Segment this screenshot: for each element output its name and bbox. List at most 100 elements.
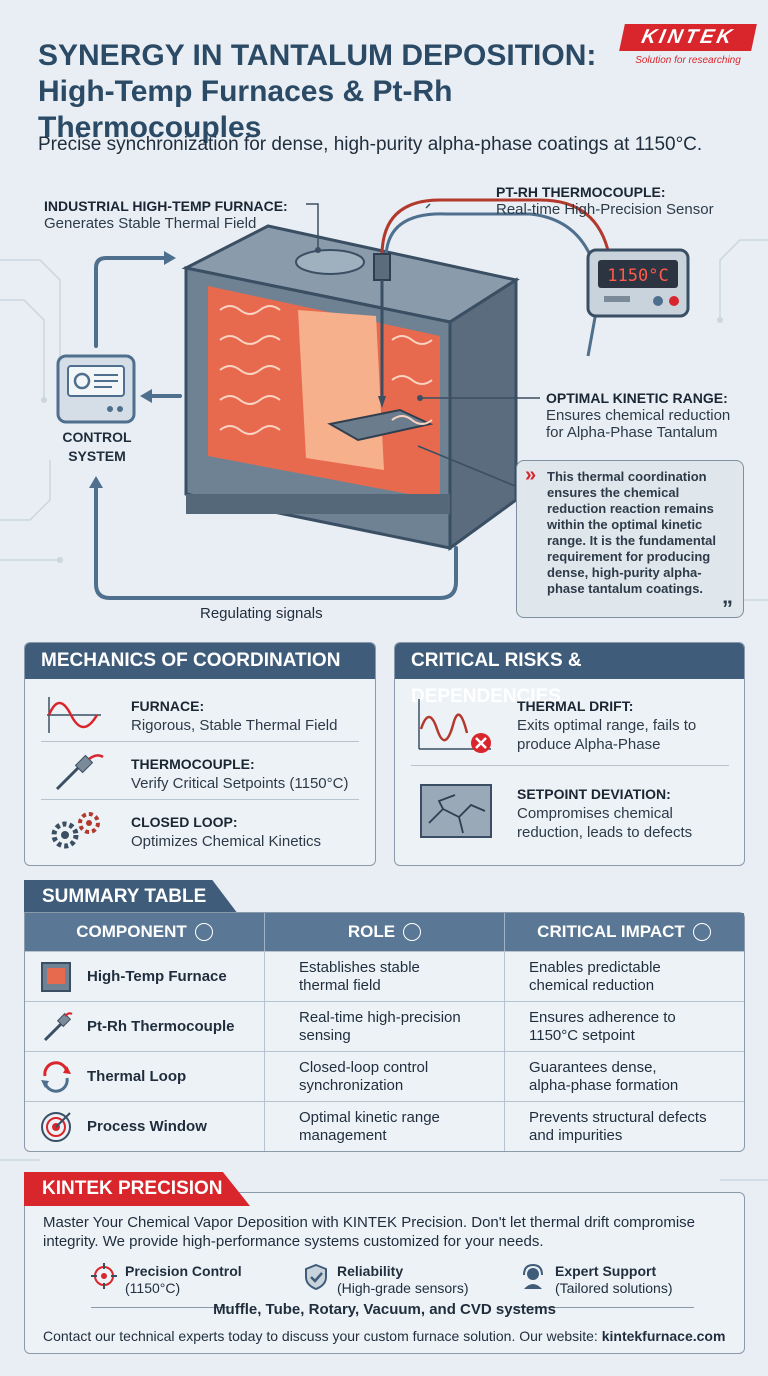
control-system-icon xyxy=(56,354,136,424)
target-icon xyxy=(41,1111,71,1142)
divider xyxy=(41,741,359,742)
control-system-label: CONTROL SYSTEM xyxy=(52,428,142,466)
column-header-role: ROLE xyxy=(265,913,505,951)
risks-panel: CRITICAL RISKS & DEPENDENCIES THERMAL DR… xyxy=(394,642,745,866)
kintek-pitch-text: Master Your Chemical Vapor Deposition wi… xyxy=(43,1214,696,1250)
kinetic-range-label: OPTIMAL KINETIC RANGE: Ensures chemical … xyxy=(546,390,730,441)
table-cell-component: Pt-Rh Thermocouple xyxy=(87,1018,235,1035)
table-cell-impact: Guarantees dense, xyxy=(529,1058,657,1076)
regulating-signals-label: Regulating signals xyxy=(200,605,323,622)
feature-precision-control: Precision Control(1150°C) xyxy=(91,1263,242,1297)
feature-sub: (1150°C) xyxy=(125,1280,181,1296)
table-cell-role: synchronization xyxy=(299,1076,404,1094)
divider xyxy=(91,1307,231,1308)
component-icon xyxy=(194,923,213,941)
furnace-label-title: INDUSTRIAL HIGH-TEMP FURNACE: xyxy=(44,198,288,214)
table-cell-impact: and impurities xyxy=(529,1126,623,1144)
feature-title: Precision Control xyxy=(125,1263,242,1279)
quote-close-icon: ” xyxy=(722,596,733,621)
kinetic-label-desc-1: Ensures chemical reduction xyxy=(546,407,731,424)
thermocouple-label: PT-RH THERMOCOUPLE: Real-time High-Preci… xyxy=(496,184,714,218)
risk-item-desc: Compromises chemical xyxy=(517,805,673,822)
furnace-label-desc: Generates Stable Thermal Field xyxy=(44,215,257,232)
table-cell-component: High-Temp Furnace xyxy=(87,968,227,985)
probe-icon xyxy=(55,754,104,791)
page-title: SYNERGY IN TANTALUM DEPOSITION: High-Tem… xyxy=(38,38,638,146)
kinetic-label-title: OPTIMAL KINETIC RANGE: xyxy=(546,390,728,406)
table-row: Pt-Rh Thermocouple Real-time high-precis… xyxy=(25,1001,744,1051)
systems-list: Muffle, Tube, Rotary, Vacuum, and CVD sy… xyxy=(213,1301,556,1318)
kinetic-label-desc-2: for Alpha-Phase Tantalum xyxy=(546,424,718,441)
display-reading: 1150°C xyxy=(607,266,668,286)
mechanics-item-title: CLOSED LOOP: xyxy=(131,814,238,830)
logo-tagline: Solution for researching xyxy=(635,55,741,66)
thermocouple-label-title: PT-RH THERMOCOUPLE: xyxy=(496,184,666,200)
arrow-to-furnace xyxy=(94,256,172,348)
temperature-display: 1150°C xyxy=(586,248,690,318)
risks-heading: CRITICAL RISKS & DEPENDENCIES xyxy=(395,643,744,707)
title-line-1: SYNERGY IN TANTALUM DEPOSITION: xyxy=(38,39,597,72)
table-cell-role: management xyxy=(299,1126,387,1144)
quote-text: This thermal coordination ensures the ch… xyxy=(547,469,717,596)
furnace-diagram: 1150°C xyxy=(56,198,690,600)
mechanics-item-desc: Optimizes Chemical Kinetics xyxy=(131,833,322,850)
table-cell-component: Thermal Loop xyxy=(87,1068,187,1085)
divider xyxy=(514,1307,694,1308)
table-cell-role: Optimal kinetic range xyxy=(299,1108,440,1126)
table-cell-impact: Ensures adherence to xyxy=(529,1008,676,1026)
mechanics-item-desc: Rigorous, Stable Thermal Field xyxy=(131,717,338,734)
table-cell-role: Closed-loop control xyxy=(299,1058,429,1076)
column-header-impact: CRITICAL IMPACT xyxy=(505,913,743,951)
feature-title: Expert Support xyxy=(555,1263,657,1279)
control-system-line-1: CONTROL xyxy=(62,429,132,445)
table-cell-impact: 1150°C setpoint xyxy=(529,1026,635,1044)
risk-item-title: THERMAL DRIFT: xyxy=(517,698,634,714)
loop-arrows-icon xyxy=(41,1060,71,1093)
table-cell-impact: Prevents structural defects xyxy=(529,1108,707,1126)
contact-text: Contact our technical experts today to d… xyxy=(43,1328,726,1344)
cracked-surface-icon xyxy=(420,784,492,838)
impact-icon xyxy=(692,923,711,941)
mechanics-item-title: FURNACE: xyxy=(131,698,205,714)
regulating-arrow xyxy=(94,482,458,600)
mechanics-item-desc: Verify Critical Setpoints (1150°C) xyxy=(131,775,349,792)
table-cell-impact: Enables predictable xyxy=(529,958,661,976)
feature-sub: (Tailored solutions) xyxy=(555,1280,673,1296)
mechanics-panel: MECHANICS OF COORDINATION FURNACE: Rigor… xyxy=(24,642,376,866)
table-cell-impact: chemical reduction xyxy=(529,976,655,994)
kintek-logo: KINTEK Solution for researching xyxy=(619,24,757,66)
drift-chart-icon xyxy=(418,699,491,753)
table-cell-role: Establishes stable xyxy=(299,958,420,976)
divider xyxy=(411,765,729,766)
kintek-precision-heading: KINTEK PRECISION xyxy=(24,1172,250,1206)
summary-header-row: COMPONENT ROLE CRITICAL IMPACT xyxy=(25,913,744,951)
title-line-2: High-Temp Furnaces & Pt-Rh Thermocouples xyxy=(38,75,453,144)
risk-item-desc: produce Alpha-Phase xyxy=(517,736,661,753)
risk-item-desc: Exits optimal range, fails to xyxy=(517,717,697,734)
summary-heading: SUMMARY TABLE xyxy=(24,880,238,914)
table-cell-role: sensing xyxy=(299,1026,351,1044)
summary-table: COMPONENT ROLE CRITICAL IMPACT High-Temp… xyxy=(24,912,745,1152)
table-cell-role: thermal field xyxy=(299,976,381,994)
mechanics-heading: MECHANICS OF COORDINATION xyxy=(25,643,375,679)
furnace-icon xyxy=(41,961,71,992)
info-icon xyxy=(403,923,422,941)
risk-item-title: SETPOINT DEVIATION: xyxy=(517,786,671,802)
gears-icon xyxy=(51,812,100,849)
probe-icon xyxy=(43,1011,73,1041)
feature-title: Reliability xyxy=(337,1263,404,1279)
thermocouple-label-desc: Real-time High-Precision Sensor xyxy=(496,201,714,218)
feature-reliability: Reliability(High-grade sensors) xyxy=(303,1263,469,1297)
website-link[interactable]: kintekfurnace.com xyxy=(601,1328,726,1344)
feature-sub: (High-grade sensors) xyxy=(337,1280,469,1296)
divider xyxy=(41,799,359,800)
furnace-label: INDUSTRIAL HIGH-TEMP FURNACE: Generates … xyxy=(44,198,288,232)
quote-open-icon: » xyxy=(525,464,537,486)
quote-callout: » This thermal coordination ensures the … xyxy=(516,460,744,621)
sine-wave-icon xyxy=(47,697,101,733)
table-cell-role: Real-time high-precision xyxy=(299,1008,461,1026)
shield-check-icon xyxy=(305,1263,327,1291)
